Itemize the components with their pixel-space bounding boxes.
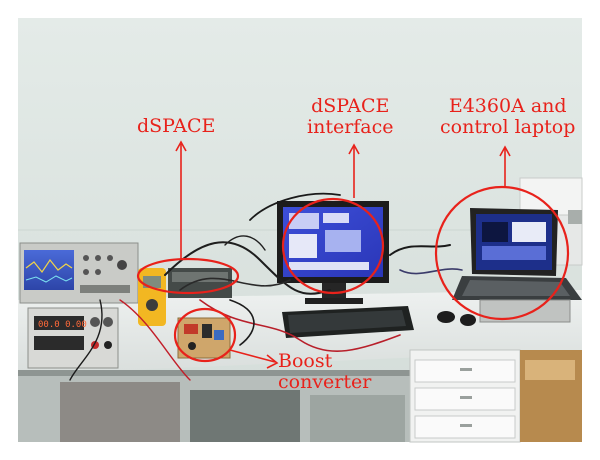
oscilloscope	[19, 242, 139, 304]
annotations	[136, 185, 570, 363]
dspace-interface-label-line2: interface	[307, 116, 394, 138]
laptop-circle	[434, 185, 570, 321]
keyboard	[282, 306, 414, 338]
mouse	[437, 311, 455, 323]
control-laptop	[452, 208, 582, 300]
boost-converter-label-line2: converter	[278, 371, 372, 393]
svg-text:00.0 0.00: 00.0 0.00	[38, 320, 87, 330]
e4360a-label: E4360A and control laptop	[440, 96, 575, 138]
dspace-interface-label: dSPACE interface	[307, 96, 394, 138]
dspace-interface-label-line1: dSPACE	[311, 95, 390, 117]
e4360a-unit	[479, 299, 571, 323]
power-supply: 00.0 0.00	[27, 307, 119, 369]
cables	[69, 192, 463, 381]
boost-converter-label: Boost converter	[278, 351, 371, 393]
interface-circle	[281, 197, 385, 295]
boost-circle	[173, 307, 237, 363]
drawer-cabinet	[409, 349, 521, 443]
boost-converter-label-line1: Boost	[278, 350, 333, 372]
boost-converter-board	[177, 317, 231, 359]
dspace-label: dSPACE	[137, 115, 216, 137]
e4360a-label-line1: E4360A and	[448, 95, 567, 117]
e4360a-label-line2: control laptop	[440, 116, 576, 138]
annotation-arrows	[175, 140, 511, 369]
dspace-circle	[136, 257, 240, 295]
